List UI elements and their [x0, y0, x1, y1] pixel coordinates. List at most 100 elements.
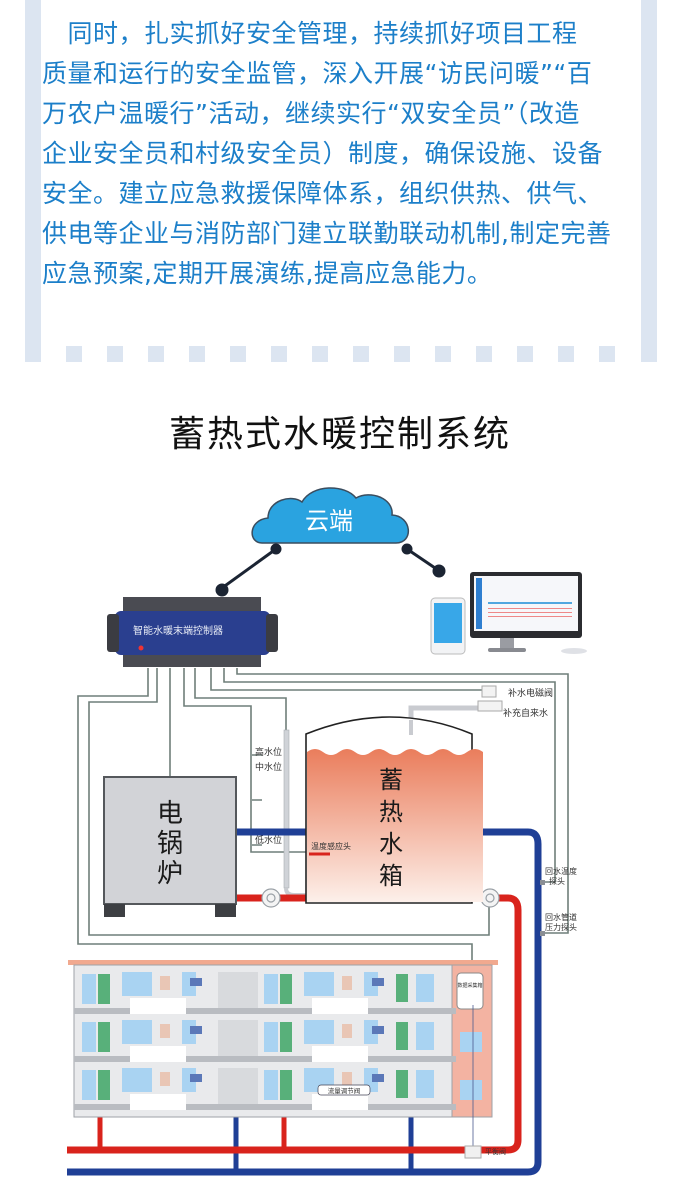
paragraph-line: 企业安全员和村级安全员）制度，确保设施、设备 — [42, 139, 604, 168]
wire — [88, 668, 490, 936]
pumps — [261, 888, 500, 908]
cloud-label: 云端 — [305, 507, 353, 535]
frame-dash — [599, 346, 615, 362]
stair-area — [218, 1068, 258, 1104]
makeup-water-label: 补充自来水 — [503, 707, 548, 719]
tank-label-1: 蓄 — [379, 766, 403, 794]
low-level-label: 低水位 — [255, 834, 282, 846]
link-line — [406, 547, 439, 572]
return-pressure-label: 回水管道 — [545, 912, 577, 922]
mount-ear — [266, 614, 278, 652]
paragraph-line: 同时，扎实抓好安全管理，持续抓好项目工程 — [42, 19, 578, 48]
heat-storage-tank: 蓄 热 水 箱 温度感应头 — [305, 716, 483, 904]
wire — [183, 668, 308, 853]
radiator-icon — [312, 998, 368, 1014]
frame-dash — [517, 346, 533, 362]
window — [122, 1020, 152, 1044]
door — [280, 974, 292, 1004]
stair-window — [460, 1032, 482, 1052]
data-box-label: 数据采集箱 — [457, 982, 482, 989]
controller-panel-icon — [190, 978, 202, 986]
stair-window — [460, 1080, 482, 1100]
window — [416, 1022, 434, 1050]
controller-panel-icon — [372, 978, 384, 986]
door — [396, 1070, 408, 1098]
link-node — [401, 543, 413, 555]
gauge-connector — [284, 887, 306, 897]
window — [304, 972, 334, 996]
window — [82, 974, 96, 1004]
control-wiring — [77, 668, 569, 1000]
mouse-icon — [561, 648, 587, 654]
building: 数据采集箱 平衡阀 流量调节阀 — [68, 960, 506, 1159]
pump-rotor — [266, 893, 276, 903]
controller-panel-icon — [190, 1026, 202, 1034]
wire — [223, 668, 556, 883]
network-links — [215, 543, 446, 597]
thermostat-frame — [342, 976, 352, 990]
balance-valve-icon — [464, 1145, 482, 1159]
thermostat-frame — [342, 1024, 352, 1038]
controller-panel-icon — [372, 1074, 384, 1082]
boiler-label-1: 电 — [157, 799, 183, 829]
monitor-row — [488, 612, 572, 613]
stair-area — [218, 1020, 258, 1056]
paragraph-line: 质量和运行的安全监管，深入开展“访民问暖”“百 — [42, 59, 593, 88]
radiator-icon — [130, 998, 186, 1014]
window — [416, 974, 434, 1002]
monitor-stand — [500, 638, 514, 648]
frame-dash — [66, 346, 82, 362]
window — [122, 1068, 152, 1092]
temp-sensor-label: 温度感应头 — [311, 841, 351, 851]
link-node — [270, 543, 282, 555]
temp-probe-icon — [540, 880, 545, 885]
window — [264, 974, 278, 1004]
high-level-label: 高水位 — [255, 746, 282, 758]
paragraph-line: 供电等企业与消防部门建立联勤联动机制,制定完善 — [42, 219, 612, 248]
hot-pipe-main — [67, 894, 522, 1154]
window — [82, 1070, 96, 1100]
thermostat-frame — [160, 1072, 170, 1086]
door — [280, 1022, 292, 1052]
frame-dash — [230, 346, 246, 362]
door — [396, 1022, 408, 1050]
door — [280, 1070, 292, 1100]
wire — [77, 668, 473, 1000]
pump-rotor — [485, 893, 495, 903]
level-ticks — [252, 754, 262, 846]
valve-body — [477, 700, 503, 712]
mid-level-label: 中水位 — [255, 761, 282, 773]
level-gauge — [283, 729, 290, 889]
return-pressure-label-2: 压力探头 — [545, 922, 577, 932]
boiler-label-2: 锅 — [157, 829, 183, 859]
pressure-probe-icon — [540, 931, 545, 936]
paragraph-line: 万农户温暖行”活动，继续实行“双安全员”（改造 — [42, 99, 580, 128]
return-pipe-main — [67, 828, 542, 1176]
door — [98, 1022, 110, 1052]
frame-dash — [148, 346, 164, 362]
door — [396, 974, 408, 1002]
window — [264, 1022, 278, 1052]
monitor-sidebar — [476, 578, 482, 629]
link-node — [215, 583, 229, 597]
data-box-icon — [456, 972, 484, 1010]
radiator-icon — [312, 1094, 368, 1110]
monitor-row — [488, 616, 572, 617]
thermostat-frame — [342, 1072, 352, 1086]
window — [82, 1022, 96, 1052]
controller-panel-icon — [372, 1026, 384, 1034]
monitor-row — [488, 608, 572, 609]
door — [98, 1070, 110, 1100]
frame-dash — [476, 346, 492, 362]
tank-label-2: 热 — [379, 798, 403, 826]
frame-left-border — [25, 0, 41, 362]
flow-valve-label: 流量调节阀 — [328, 1086, 361, 1095]
return-temp-label: 回水温度 — [545, 866, 577, 876]
phone-screen — [434, 603, 462, 643]
diagram-title: 蓄热式水暖控制系统 — [168, 414, 511, 455]
floor-slab — [74, 1008, 456, 1014]
electric-boiler: 电 锅 炉 — [103, 776, 237, 917]
window — [304, 1020, 334, 1044]
paragraph-line: 应急预案,定期开展演练,提高应急能力。 — [42, 259, 493, 288]
